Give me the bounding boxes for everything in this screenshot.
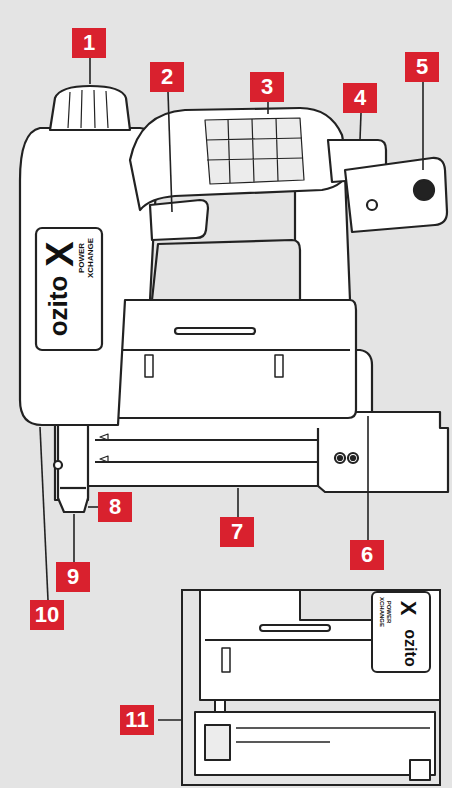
callout-number: 10 xyxy=(30,600,64,630)
callout-number: 5 xyxy=(405,52,439,82)
callout-number: 4 xyxy=(343,83,377,113)
brand-logo-text: ozito xyxy=(45,276,71,337)
callout-number: 8 xyxy=(98,492,132,522)
callout-number: 7 xyxy=(220,517,254,547)
callout-number: 6 xyxy=(350,540,384,570)
brand-logo-text: X xyxy=(41,241,79,266)
brand-logo-text: POWER xyxy=(78,243,86,273)
brand-logo-text: XCHANGE xyxy=(87,238,95,278)
brand-logo-text: XCHANGE xyxy=(379,597,385,627)
callout-number: 9 xyxy=(56,562,90,592)
callout-number: 2 xyxy=(150,62,184,92)
callout-number: 11 xyxy=(120,705,154,735)
brand-logo-text: POWER xyxy=(386,601,392,624)
callout-number: 1 xyxy=(72,28,106,58)
brand-logo-text: X xyxy=(397,601,419,616)
tool-body xyxy=(20,86,448,512)
brand-logo-text: ozito xyxy=(402,629,418,666)
inset-view xyxy=(182,580,440,785)
callout-number: 3 xyxy=(250,72,284,102)
